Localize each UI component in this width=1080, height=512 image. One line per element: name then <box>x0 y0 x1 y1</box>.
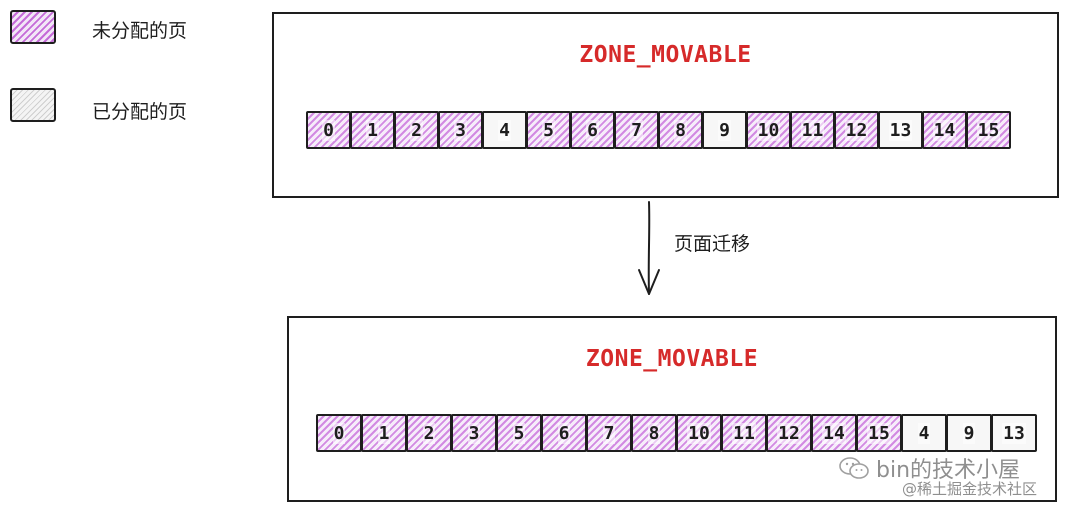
page-number: 3 <box>454 119 467 141</box>
page-cell-5: 5 <box>526 111 571 149</box>
page-cell-2: 2 <box>394 111 439 149</box>
page-number: 13 <box>1002 422 1026 444</box>
page-cell-7: 7 <box>614 111 659 149</box>
page-cell-14: 14 <box>811 414 857 452</box>
page-number: 12 <box>777 422 801 444</box>
page-number: 4 <box>498 119 511 141</box>
page-cell-3: 3 <box>438 111 483 149</box>
page-number: 11 <box>732 422 756 444</box>
page-number: 9 <box>718 119 731 141</box>
page-cell-6: 6 <box>570 111 615 149</box>
page-cell-1: 1 <box>361 414 407 452</box>
zone-after-title: ZONE_MOVABLE <box>585 346 759 372</box>
page-number: 10 <box>687 422 711 444</box>
page-cell-13: 13 <box>878 111 923 149</box>
page-cell-3: 3 <box>451 414 497 452</box>
page-number: 5 <box>542 119 555 141</box>
zone-before-title: ZONE_MOVABLE <box>579 42 752 68</box>
page-number: 6 <box>586 119 599 141</box>
page-cell-14: 14 <box>922 111 967 149</box>
page-cell-9: 9 <box>946 414 992 452</box>
page-number: 15 <box>867 422 891 444</box>
page-cell-7: 7 <box>586 414 632 452</box>
down-arrow-icon <box>638 201 660 295</box>
page-cell-13: 13 <box>991 414 1037 452</box>
page-number: 7 <box>630 119 643 141</box>
page-cell-12: 12 <box>766 414 812 452</box>
page-number: 14 <box>822 422 846 444</box>
page-cell-11: 11 <box>790 111 835 149</box>
page-number: 2 <box>410 119 423 141</box>
page-cell-8: 8 <box>658 111 703 149</box>
page-number: 1 <box>366 119 379 141</box>
page-cell-2: 2 <box>406 414 452 452</box>
legend-allocated-label: 已分配的页 <box>92 101 188 123</box>
page-number: 7 <box>602 422 616 444</box>
legend-allocated-swatch <box>10 88 56 122</box>
legend-unallocated-swatch <box>10 10 56 44</box>
page-number: 5 <box>512 422 526 444</box>
page-number: 2 <box>422 422 436 444</box>
page-number: 0 <box>322 119 335 141</box>
page-cell-11: 11 <box>721 414 767 452</box>
page-cell-0: 0 <box>316 414 362 452</box>
page-number: 9 <box>962 422 976 444</box>
page-cell-5: 5 <box>496 414 542 452</box>
page-number: 15 <box>976 119 1001 141</box>
page-cell-4: 4 <box>901 414 947 452</box>
page-number: 10 <box>756 119 781 141</box>
page-number: 8 <box>647 422 661 444</box>
watermark: bin的技术小屋 <box>838 452 1020 484</box>
page-number: 11 <box>800 119 825 141</box>
wechat-icon <box>839 457 869 479</box>
page-number: 0 <box>332 422 346 444</box>
page-cell-8: 8 <box>631 414 677 452</box>
page-number: 1 <box>377 422 391 444</box>
page-number: 6 <box>557 422 571 444</box>
page-number: 3 <box>467 422 481 444</box>
page-cell-9: 9 <box>702 111 747 149</box>
watermark-sub: @稀土掘金技术社区 <box>902 480 1038 498</box>
page-number: 4 <box>917 422 931 444</box>
page-cell-1: 1 <box>350 111 395 149</box>
page-cell-10: 10 <box>746 111 791 149</box>
page-cell-4: 4 <box>482 111 527 149</box>
page-cell-6: 6 <box>541 414 587 452</box>
page-cell-10: 10 <box>676 414 722 452</box>
page-number: 8 <box>674 119 687 141</box>
page-cell-15: 15 <box>856 414 902 452</box>
page-cell-12: 12 <box>834 111 879 149</box>
page-cell-15: 15 <box>966 111 1011 149</box>
migration-label: 页面迁移 <box>674 233 751 255</box>
page-cell-0: 0 <box>306 111 351 149</box>
page-number: 13 <box>888 119 913 141</box>
page-number: 12 <box>844 119 869 141</box>
page-number: 14 <box>932 119 957 141</box>
watermark-name: bin的技术小屋 <box>876 458 1021 483</box>
legend-unallocated-label: 未分配的页 <box>92 20 188 42</box>
